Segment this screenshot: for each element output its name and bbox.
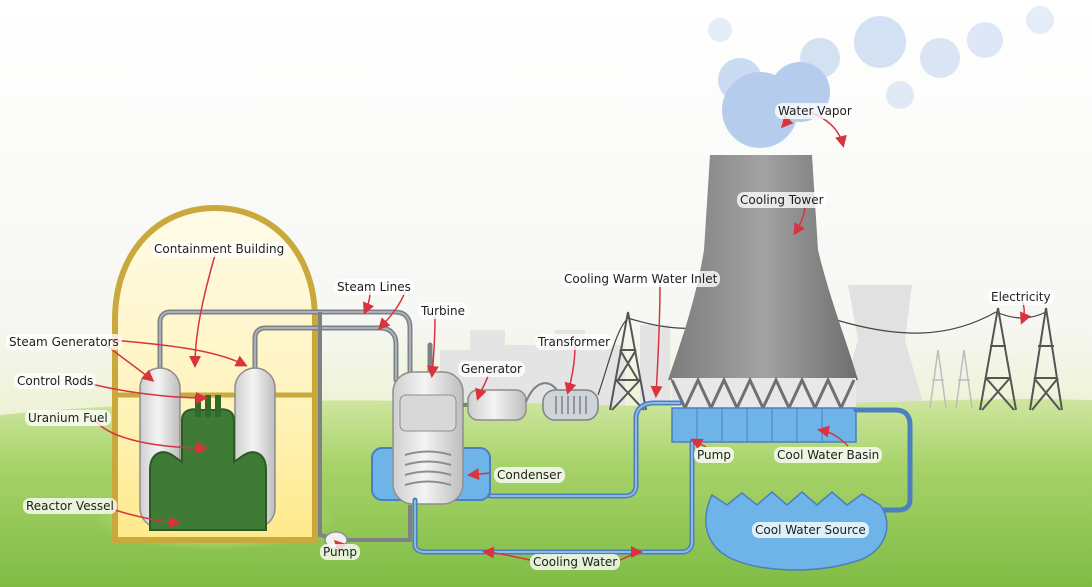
label-transformer: Transformer [535, 334, 614, 350]
label-water-vapor: Water Vapor [775, 103, 855, 119]
label-cool-water-basin: Cool Water Basin [774, 447, 883, 463]
label-steam-generators: Steam Generators [6, 334, 122, 350]
pylon-small [929, 349, 973, 409]
label-turbine: Turbine [418, 303, 468, 319]
label-generator: Generator [458, 361, 525, 377]
label-condenser: Condenser [494, 467, 565, 483]
cooling-tower [668, 155, 858, 412]
pylon-right-1 [979, 307, 1017, 411]
label-pump-reactor: Pump [320, 544, 360, 560]
turbine [392, 371, 464, 505]
label-reactor-vessel: Reactor Vessel [23, 498, 117, 514]
label-cooling-tower: Cooling Tower [737, 192, 827, 208]
label-uranium-fuel: Uranium Fuel [25, 410, 111, 426]
transformer [525, 382, 599, 421]
reactor-vessel [149, 395, 267, 531]
label-containment-building: Containment Building [151, 241, 288, 257]
cool-water-basin [671, 407, 857, 443]
label-electricity: Electricity [988, 289, 1054, 305]
pylon-left [609, 311, 647, 411]
label-pump-tower: Pump [694, 447, 734, 463]
generator [463, 389, 527, 421]
label-control-rods: Control Rods [14, 373, 97, 389]
label-steam-lines: Steam Lines [334, 279, 414, 295]
pylon-right-2 [1029, 307, 1063, 411]
label-cooling-warm-water-inlet: Cooling Warm Water Inlet [561, 271, 721, 287]
label-cooling-water: Cooling Water [530, 554, 621, 570]
water-vapor-cloud [708, 6, 1054, 148]
label-cool-water-source: Cool Water Source [752, 522, 869, 538]
